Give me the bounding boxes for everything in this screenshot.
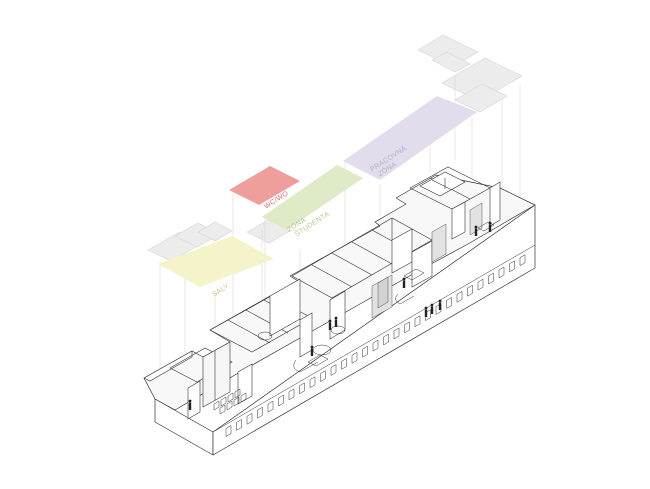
wall-plane: [237, 363, 253, 405]
furniture: [213, 221, 495, 415]
facade-window: [467, 284, 473, 297]
person-figure: [488, 221, 492, 232]
person-figure: [438, 299, 442, 310]
ghost-plates: [147, 34, 523, 262]
wall-plane: [269, 278, 301, 337]
facade-windows: [225, 254, 526, 437]
facade-window: [320, 370, 326, 383]
chair: [227, 392, 234, 403]
facade-window: [498, 266, 505, 279]
facade-window: [225, 425, 232, 437]
person-figure: [402, 277, 406, 288]
wall-plane: [489, 181, 501, 227]
wall-plane: [451, 201, 466, 240]
person-figure: [334, 316, 338, 327]
facade-window: [393, 327, 400, 340]
chair: [233, 396, 240, 407]
facade-window: [362, 345, 368, 358]
chair: [226, 400, 233, 411]
facade-window: [509, 260, 515, 273]
facade-window: [446, 297, 452, 309]
facade-window: [278, 394, 284, 407]
person-figure: [430, 303, 434, 314]
chairs-cluster: [213, 388, 247, 415]
zone-plates: [158, 96, 477, 287]
facade-window: [341, 358, 347, 370]
facade-window: [519, 254, 526, 267]
person-figure: [474, 225, 478, 236]
facade-window: [246, 412, 253, 425]
zone-wc-plate: [229, 166, 300, 205]
person-figure: [328, 319, 332, 330]
zone-pracovna-plate: [343, 96, 477, 180]
people: [188, 221, 492, 410]
facade-window: [351, 351, 358, 364]
facade-south: [154, 398, 214, 456]
chair: [234, 388, 241, 399]
zone-sali-plate: [158, 236, 274, 287]
chair: [220, 396, 227, 407]
zone-label-sali: SÁLY: [210, 281, 231, 299]
person-figure: [188, 399, 192, 410]
facade-window: [477, 278, 484, 291]
person-figure: [424, 306, 428, 317]
wall-plane: [299, 312, 313, 358]
facade-window: [372, 339, 379, 352]
facade-window: [414, 315, 421, 328]
facade-window: [267, 400, 274, 413]
facade-window: [404, 321, 410, 334]
shaded-panels: [371, 202, 483, 319]
zone-kuchyne-plate: [262, 165, 363, 230]
chair: [213, 400, 220, 411]
facade-window: [330, 364, 337, 376]
facade-window: [236, 419, 242, 431]
wall-plane: [411, 240, 433, 288]
facade-window: [257, 406, 263, 419]
chair: [240, 392, 247, 403]
facade-window: [383, 333, 389, 346]
facade-window: [309, 376, 316, 389]
person-figure: [310, 345, 314, 356]
facade-window: [299, 382, 305, 395]
facade-window: [288, 388, 295, 401]
facade-window: [488, 272, 494, 285]
chair: [219, 404, 226, 415]
facade-window: [456, 290, 463, 303]
